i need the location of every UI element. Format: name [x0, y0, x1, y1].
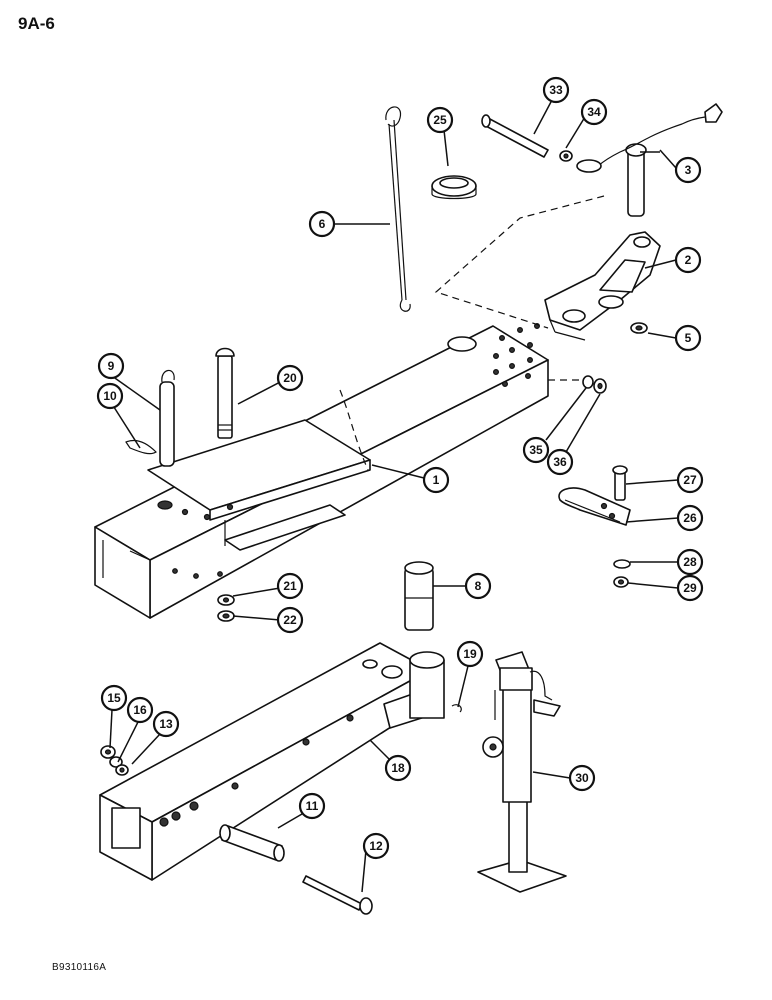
callout-28: 28: [676, 548, 704, 576]
callout-label: 25: [433, 113, 447, 127]
callout-label: 2: [685, 253, 692, 267]
callout-label: 11: [306, 799, 319, 813]
callout-label: 26: [683, 511, 697, 525]
callout-label: 6: [319, 217, 326, 231]
callout-8: 8: [464, 572, 492, 600]
callout-label: 3: [685, 163, 692, 177]
nut-part-15: [100, 745, 116, 759]
washer-part-21: [217, 594, 235, 606]
callout-9: 9: [97, 352, 125, 380]
bolt-part-27: [612, 465, 628, 501]
callout-3: 3: [674, 156, 702, 184]
washer-part-13: [115, 764, 129, 776]
clip-part-10: [125, 439, 157, 455]
callout-label: 21: [283, 579, 297, 593]
callout-5: 5: [674, 324, 702, 352]
callout-label: 18: [391, 761, 405, 775]
callout-11: 11: [298, 792, 326, 820]
drawing-code: B9310116A: [52, 962, 107, 973]
callout-10: 10: [96, 382, 124, 410]
drawbar-tube-upper: [94, 323, 549, 619]
callout-label: 29: [683, 581, 697, 595]
bolt-part-20: [215, 347, 235, 439]
callout-26: 26: [676, 504, 704, 532]
callout-20: 20: [276, 364, 304, 392]
callout-label: 16: [133, 703, 147, 717]
callout-13: 13: [152, 710, 180, 738]
callout-label: 27: [683, 473, 697, 487]
callout-35: 35: [522, 436, 550, 464]
callout-29: 29: [676, 574, 704, 602]
callout-label: 15: [107, 691, 121, 705]
callout-30: 30: [568, 764, 596, 792]
callout-label: 19: [463, 647, 477, 661]
assembly-line: [434, 195, 605, 329]
callout-25: 25: [426, 106, 454, 134]
clip-part-19: [451, 704, 462, 713]
clevis-hitch: [544, 231, 661, 341]
locking-pin-part-6: [385, 106, 411, 312]
rubber-ring-part-25: [431, 175, 477, 200]
callout-19: 19: [456, 640, 484, 668]
callout-label: 28: [683, 555, 697, 569]
callout-21: 21: [276, 572, 304, 600]
callout-22: 22: [276, 606, 304, 634]
callout-label: 33: [549, 83, 563, 97]
callout-label: 10: [103, 389, 117, 403]
callout-33: 33: [542, 76, 570, 104]
pin-part-11: [219, 824, 285, 862]
hitch-pin-with-chain: [576, 103, 723, 217]
washer-part-34: [559, 150, 573, 162]
nut-part-29: [613, 576, 629, 588]
nut-part-22: [217, 610, 235, 622]
bolt-part-33: [481, 114, 549, 158]
callout-label: 22: [283, 613, 297, 627]
callout-2: 2: [674, 246, 702, 274]
washer-part-35: [582, 375, 594, 389]
washer-part-28: [613, 559, 631, 569]
callout-label: 1: [433, 473, 440, 487]
callout-label: 20: [283, 371, 297, 385]
bracket-part-26: [558, 487, 631, 526]
jack-part-30: [477, 651, 567, 893]
callout-34: 34: [580, 98, 608, 126]
callout-label: 12: [369, 839, 383, 853]
callout-18: 18: [384, 754, 412, 782]
callout-label: 9: [108, 359, 115, 373]
hitch-pin-part-9: [159, 369, 175, 467]
callout-label: 34: [587, 105, 601, 119]
nut-part-5: [630, 322, 648, 334]
page-reference: 9A-6: [18, 14, 55, 33]
callout-12: 12: [362, 832, 390, 860]
callout-label: 36: [553, 455, 567, 469]
callout-1: 1: [422, 466, 450, 494]
callout-label: 13: [159, 717, 173, 731]
callout-label: 8: [475, 579, 482, 593]
callout-6: 6: [308, 210, 336, 238]
nut-part-36: [593, 378, 607, 394]
bolt-part-12: [302, 875, 373, 915]
callout-36: 36: [546, 448, 574, 476]
callout-16: 16: [126, 696, 154, 724]
drawbar-tube-lower: [99, 642, 445, 881]
callout-15: 15: [100, 684, 128, 712]
callout-27: 27: [676, 466, 704, 494]
sleeve-part-8: [404, 561, 434, 631]
callout-label: 5: [685, 331, 692, 345]
callout-label: 30: [575, 771, 589, 785]
callout-label: 35: [529, 443, 543, 457]
